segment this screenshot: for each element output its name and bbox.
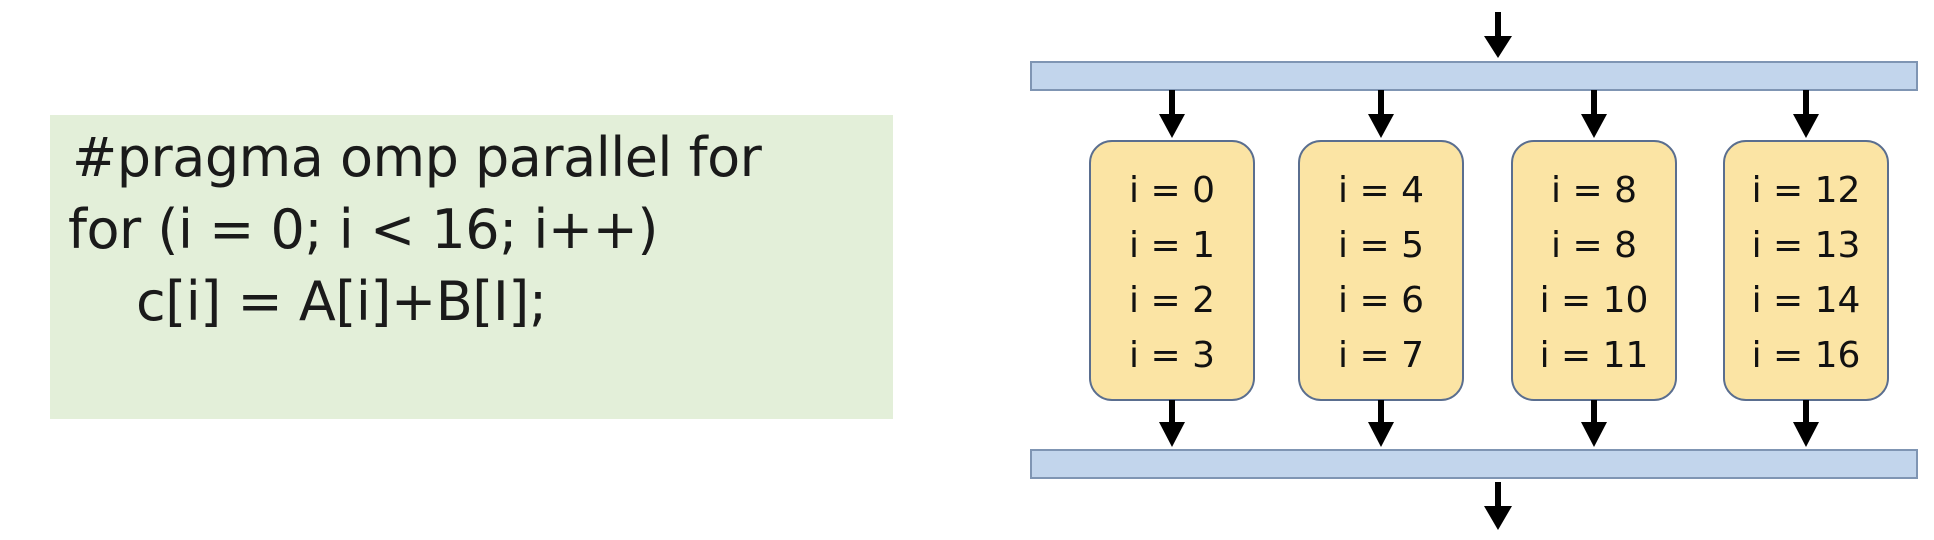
- thread-chunk-1: i = 4 i = 5 i = 6 i = 7: [1298, 90, 1464, 447]
- code-line-body: c[i] = A[i]+B[I];: [136, 270, 547, 333]
- fork-arrow-0: [1159, 90, 1185, 138]
- iteration-label: i = 13: [1752, 225, 1861, 266]
- fork-arrow-3: [1793, 90, 1819, 138]
- iteration-label: i = 11: [1540, 335, 1649, 376]
- iteration-label: i = 10: [1540, 280, 1649, 321]
- iteration-label: i = 5: [1338, 225, 1424, 266]
- join-arrow-0: [1159, 400, 1185, 447]
- chunk-layer: i = 0 i = 1 i = 2 i = 3 i = 4 i = 5 i = 6 i = 7…: [1089, 90, 1889, 447]
- iteration-label: i = 8: [1551, 225, 1637, 266]
- thread-chunk-2: i = 8 i = 8 i = 10 i = 11: [1511, 90, 1677, 447]
- join-bar: [1030, 449, 1918, 479]
- iteration-label: i = 1: [1129, 225, 1215, 266]
- fork-arrow-1: [1368, 90, 1394, 138]
- iteration-label: i = 3: [1129, 335, 1215, 376]
- code-line-for-loop: for (i = 0; i < 16; i++): [68, 198, 659, 261]
- iteration-label: i = 8: [1551, 170, 1637, 211]
- code-line-pragma: #pragma omp parallel for: [72, 126, 762, 189]
- iteration-label: i = 0: [1129, 170, 1215, 211]
- iteration-label: i = 12: [1752, 170, 1861, 211]
- iteration-label: i = 16: [1752, 335, 1861, 376]
- outgoing-arrow: [1484, 482, 1512, 530]
- incoming-arrow: [1484, 12, 1512, 58]
- thread-chunk-3: i = 12 i = 13 i = 14 i = 16: [1723, 90, 1889, 447]
- iteration-label: i = 6: [1338, 280, 1424, 321]
- code-panel: #pragma omp parallel for for (i = 0; i <…: [50, 115, 893, 419]
- join-arrow-1: [1368, 400, 1394, 447]
- iteration-label: i = 14: [1752, 280, 1861, 321]
- fork-arrow-2: [1581, 90, 1607, 138]
- join-arrow-3: [1793, 400, 1819, 447]
- iteration-label: i = 7: [1338, 335, 1424, 376]
- thread-chunk-0: i = 0 i = 1 i = 2 i = 3: [1089, 90, 1255, 447]
- join-arrow-2: [1581, 400, 1607, 447]
- fork-bar: [1030, 61, 1918, 91]
- iteration-label: i = 4: [1338, 170, 1424, 211]
- iteration-label: i = 2: [1129, 280, 1215, 321]
